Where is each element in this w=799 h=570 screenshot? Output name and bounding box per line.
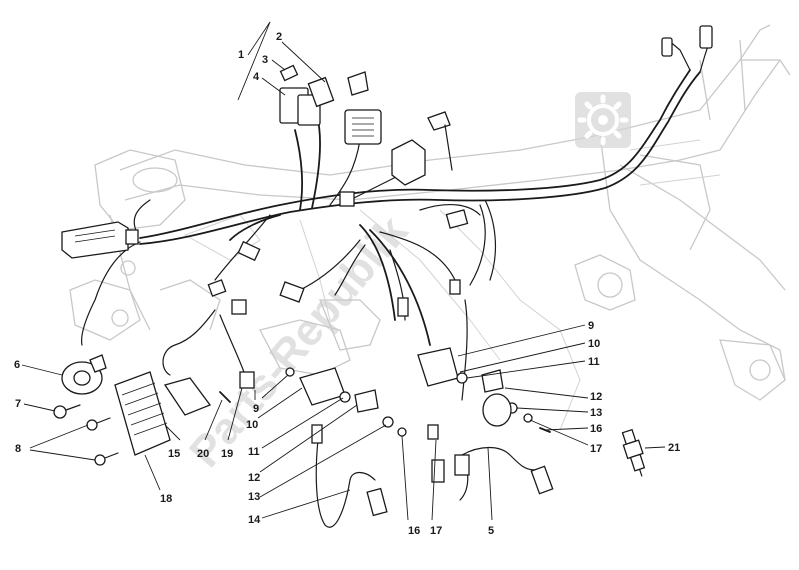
connector-mid-3 (279, 281, 305, 303)
connector-mid-5 (445, 209, 469, 229)
callout-7: 7 (15, 398, 21, 410)
callout-9-right: 9 (588, 320, 594, 332)
callout-16-left: 16 (408, 525, 420, 537)
grommet (482, 393, 512, 427)
screw-20 (219, 391, 231, 403)
horn-bracket (89, 354, 107, 373)
connector-left (125, 229, 139, 245)
screw-8b (94, 452, 119, 466)
washer-left (382, 416, 394, 428)
horn-center (73, 370, 91, 386)
callout-18: 18 (160, 493, 172, 505)
nut-11b (339, 391, 351, 403)
callout-4: 4 (253, 71, 260, 83)
callout-16-right: 16 (590, 423, 602, 435)
motorcycle-frame (69, 24, 791, 431)
turn-relay (391, 139, 426, 186)
connector-mid-8 (231, 299, 247, 315)
watermark-text: Parts-Republik (180, 207, 417, 477)
callout-5: 5 (488, 525, 494, 537)
main-connector (61, 221, 129, 259)
callout-19: 19 (221, 448, 233, 460)
connector-top-2 (661, 37, 673, 57)
callout-21: 21 (668, 442, 680, 454)
hv-boot-right (530, 465, 554, 495)
screw-9 (285, 367, 295, 377)
wiring-harness (80, 39, 711, 528)
screw-8a (86, 417, 111, 431)
bracket-plate (427, 111, 451, 131)
callout-15: 15 (168, 448, 180, 460)
callout-17-left: 17 (430, 525, 442, 537)
callout-10-left: 10 (246, 419, 258, 431)
connector-top (699, 25, 713, 49)
parts (53, 25, 713, 517)
connector-mid-6 (449, 279, 461, 295)
spark-cap-left (311, 424, 323, 444)
callout-11-left: 11 (248, 446, 260, 458)
relay-block (344, 109, 382, 145)
callout-12-right: 12 (590, 391, 602, 403)
fuse (279, 64, 299, 82)
connector-mid-9 (239, 371, 255, 389)
spark-plug (621, 428, 646, 477)
callout-20: 20 (197, 448, 209, 460)
callout-11-right: 11 (588, 356, 600, 368)
callout-8: 8 (15, 443, 21, 455)
callout-14: 14 (248, 514, 261, 526)
hv-boot-left (366, 487, 388, 517)
callout-13-right: 13 (590, 407, 602, 419)
gear-icon (575, 92, 631, 148)
connector-mid-7 (397, 297, 409, 317)
washer-left-2 (397, 427, 407, 437)
callout-10-right: 10 (588, 338, 600, 350)
callout-2: 2 (276, 31, 282, 43)
screw-7 (53, 404, 81, 419)
callout-6: 6 (14, 359, 20, 371)
callout-17-right: 17 (590, 443, 602, 455)
regulator-bracket (163, 377, 212, 416)
callout-1: 1 (238, 49, 244, 61)
callout-labels: 1 2 3 4 5 6 7 8 9 9 10 10 11 11 12 12 13… (14, 31, 680, 537)
ignition-coil-right (417, 347, 459, 387)
mount-bracket (347, 71, 369, 96)
spark-cap-mid (427, 424, 439, 440)
nut-11 (456, 372, 468, 384)
callout-3: 3 (262, 54, 268, 66)
relay-cover (307, 76, 335, 108)
leader-lines (21, 21, 666, 521)
fuse-holder (297, 94, 321, 126)
callout-12-left: 12 (248, 472, 260, 484)
callout-9-left: 9 (253, 403, 259, 415)
connector-mid-4 (339, 191, 355, 207)
callout-13-left: 13 (248, 491, 260, 503)
spark-cap-right (454, 454, 470, 476)
coil-bracket-left (354, 389, 379, 413)
ignition-coil-left (299, 367, 346, 406)
connector-mid-1 (237, 240, 261, 262)
connector-mid-2 (207, 279, 227, 297)
